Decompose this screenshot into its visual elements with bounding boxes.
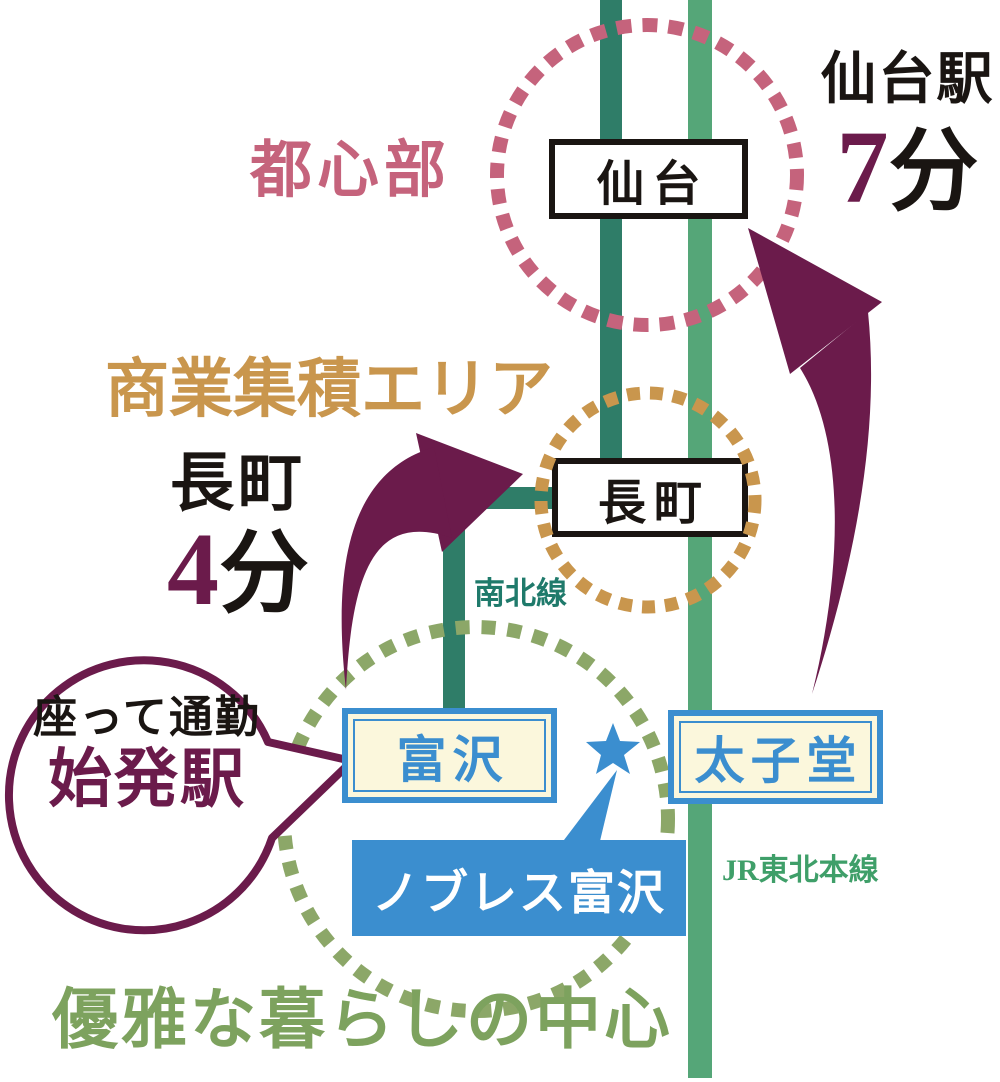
station-box-taishido: 太子堂 [668,710,883,804]
jr-tohoku-line-label: JR東北本線 [722,854,879,887]
station-box-sendai: 仙台 [549,139,748,219]
commute-bubble-text: 座って通勤 始発駅 [22,696,272,812]
station-box-tomizawa: 富沢 [342,708,557,803]
living-area-circle [277,620,675,1018]
property-name-box: ノブレス富沢 [352,840,686,936]
access-nagamachi-station: 長町 [170,448,306,519]
access-sendai-minutes: 7 分 [837,116,979,220]
bubble-line2: 始発駅 [48,744,246,815]
speech-bubble [5,656,356,935]
access-sendai-minutes-number: 7 [836,110,889,225]
station-label-sendai: 仙台 [596,158,709,211]
access-sendai-minutes-unit: 分 [888,123,979,222]
access-time-sendai: 仙台駅 7 分 [815,52,1000,220]
station-label-nagamachi: 長町 [597,476,710,530]
bubble-line1: 座って通勤 [33,693,261,742]
curved-arrow-to-sendai [748,228,882,694]
city-center-label: 都心部 [250,137,452,205]
curved-arrow-to-nagamachi [341,433,523,690]
commercial-area-label: 商業集積エリア [105,354,553,425]
access-nagamachi-minutes-unit: 分 [219,525,309,624]
property-name-label: ノブレス富沢 [372,867,666,920]
star-icon [586,723,640,774]
station-box-nagamachi: 長町 [552,458,748,537]
arrow-head [748,228,882,374]
access-sendai-station: 仙台駅 [820,49,995,111]
access-nagamachi-minutes: 4 分 [167,518,309,622]
arrow-tail [341,447,452,690]
access-nagamachi-minutes-number: 4 [167,512,219,627]
star-tail [564,770,617,841]
star-marker-icon [564,723,640,841]
station-label-tomizawa: 富沢 [353,719,546,792]
living-area-label: 優雅な暮らしの中心 [52,984,673,1057]
arrow-tail [800,312,872,694]
access-time-nagamachi: 長町 4 分 [148,452,328,622]
station-label-taishido: 太子堂 [679,721,872,793]
namboku-line-label: 南北線 [474,576,567,611]
city-center-circle [490,18,804,332]
